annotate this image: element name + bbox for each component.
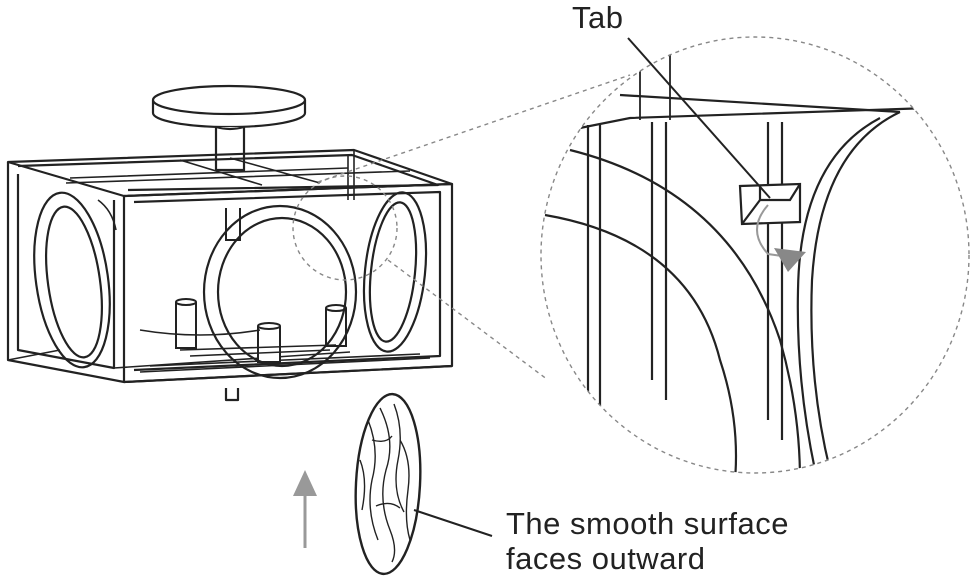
zoom-detail xyxy=(541,37,969,480)
canopy-stem xyxy=(216,127,244,170)
candle-sockets xyxy=(140,208,346,362)
cage-frame xyxy=(8,150,452,400)
rotate-arrow-icon xyxy=(757,205,806,272)
tab-label: Tab xyxy=(572,0,624,35)
front-ring xyxy=(204,206,356,378)
ceiling-canopy xyxy=(153,86,305,127)
up-arrow-icon xyxy=(293,470,317,548)
glass-disc xyxy=(351,392,424,575)
left-ring xyxy=(24,188,120,372)
note-text-line1: The smooth surface xyxy=(506,506,789,541)
zoom-circle-outline xyxy=(541,37,969,473)
note-text-line2: faces outward xyxy=(506,541,706,576)
right-ring xyxy=(357,189,433,354)
tab-leader-line xyxy=(628,38,770,198)
zoom-source-circle xyxy=(293,176,397,280)
zoom-connector-lines xyxy=(318,75,630,380)
note-leader-line xyxy=(414,510,492,536)
